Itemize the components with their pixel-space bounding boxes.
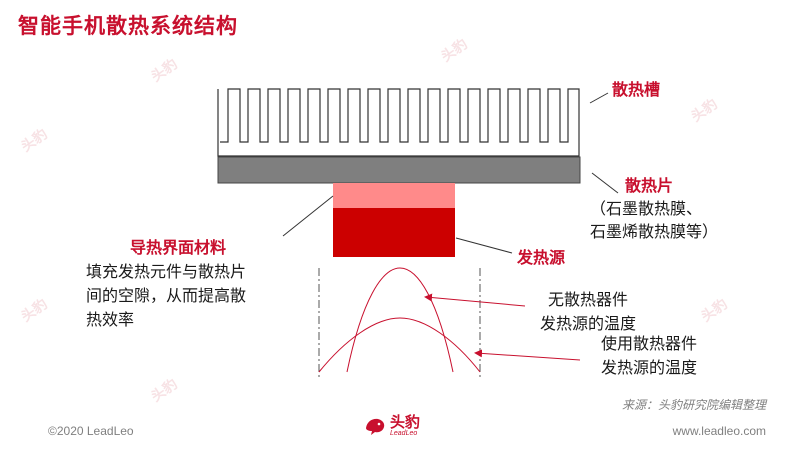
label-curve-with-sink-line2: 发热源的温度 — [600, 358, 697, 377]
pointer-sheet — [591, 172, 619, 194]
footer-website: www.leadleo.com — [672, 424, 766, 438]
footer-logo: 头豹 LeadLeo — [364, 415, 420, 437]
label-thermal-desc2: 间的空隙，从而提高散 — [86, 286, 247, 305]
heat-source — [333, 208, 455, 257]
label-curve-no-sink-line2: 发热源的温度 — [539, 314, 636, 333]
curve-with-sink — [318, 317, 481, 373]
label-curve-no-sink: 无散热器件 发热源的温度 — [528, 288, 648, 336]
leopard-logo-icon — [366, 418, 385, 435]
footer-logo-text-group: 头豹 LeadLeo — [390, 413, 421, 438]
label-curve-with-sink: 使用散热器件 发热源的温度 — [584, 332, 714, 380]
footer-copyright: ©2020 LeadLeo — [48, 424, 134, 438]
label-heat-sink-sheet-note1: （石墨散热膜、 — [590, 199, 703, 218]
pointer-heat-source — [455, 237, 513, 254]
label-curve-with-sink-line1: 使用散热器件 — [600, 334, 697, 353]
label-thermal-material: 导热界面材料 — [130, 238, 227, 257]
label-curve-no-sink-line1: 无散热器件 — [547, 290, 628, 309]
arrow-no-sink — [424, 293, 526, 307]
heat-sink-sheet — [217, 156, 581, 184]
label-heat-sink-groove: 散热槽 — [612, 80, 661, 99]
label-heat-sink-sheet: 散热片 — [625, 176, 674, 195]
page-title: 智能手机散热系统结构 — [18, 14, 238, 38]
arrow-with-sink — [474, 349, 581, 361]
heat-sink-groove — [217, 88, 580, 157]
footer-logo-text: 头豹 — [390, 413, 421, 431]
thermal-interface-material — [333, 183, 455, 208]
source-note: 来源：头豹研究院编辑整理 — [621, 398, 766, 412]
label-thermal-desc1: 填充发热元件与散热片 — [86, 262, 247, 281]
label-heat-sink-sheet-note2: 石墨烯散热膜等） — [590, 222, 719, 241]
pointer-thermal — [282, 195, 334, 237]
pointer-groove — [589, 92, 609, 104]
label-thermal-desc3: 热效率 — [86, 310, 135, 329]
label-heat-source: 发热源 — [517, 248, 566, 267]
curve-no-sink — [346, 267, 454, 373]
footer-logo-sub: LeadLeo — [390, 430, 418, 437]
